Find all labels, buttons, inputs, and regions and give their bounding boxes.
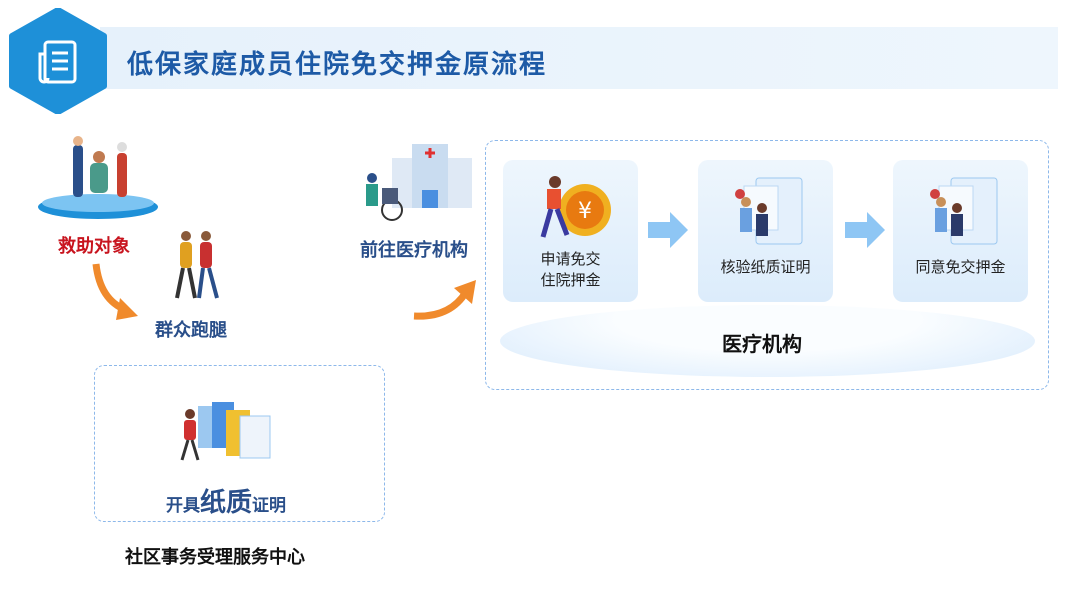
community-center-box [94,365,385,522]
svg-text:¥: ¥ [578,199,592,224]
hospital-box [485,140,1049,390]
step-apply-card: ¥ 申请免交 住院押金 [503,160,638,302]
curved-arrow-icon [92,263,138,320]
subject-label: 救助对象 [58,236,130,257]
title-band [100,27,1058,89]
certificate-prefix: 开具 [166,496,200,516]
community-center-label: 社区事务受理服务中心 [125,547,305,568]
errand-label: 群众跑腿 [155,320,227,341]
step-apply-line1: 申请免交 [540,250,601,268]
certificate-label: 开具纸质证明 [166,482,286,519]
hospital-platform [500,305,1035,377]
step-verify-card: 核验纸质证明 [698,160,833,302]
coin-illustration: ¥ [540,176,611,238]
curved-arrow-icon [413,280,476,320]
arrow-right-icon [845,212,885,248]
approval-illustration [929,177,997,245]
page-title: 低保家庭成员住院免交押金原流程 [127,50,548,80]
verification-illustration [734,177,802,245]
hospital-platform-label: 医疗机构 [722,332,802,356]
paper-documents-illustration [180,402,271,461]
certificate-suffix: 证明 [252,496,287,516]
arrow-right-icon [648,212,688,248]
step-approve-card: 同意免交押金 [893,160,1028,302]
go-to-hospital-label: 前往医疗机构 [360,240,468,261]
walking-people-illustration [175,231,219,299]
assistance-recipients-illustration [38,136,158,219]
step-verify-label: 核验纸质证明 [720,258,811,276]
document-icon [9,8,107,114]
certificate-emphasis: 纸质 [200,488,253,518]
step-approve-label: 同意免交押金 [915,258,1006,276]
hospital-illustration [366,144,472,221]
step-apply-line2: 住院押金 [540,271,601,289]
